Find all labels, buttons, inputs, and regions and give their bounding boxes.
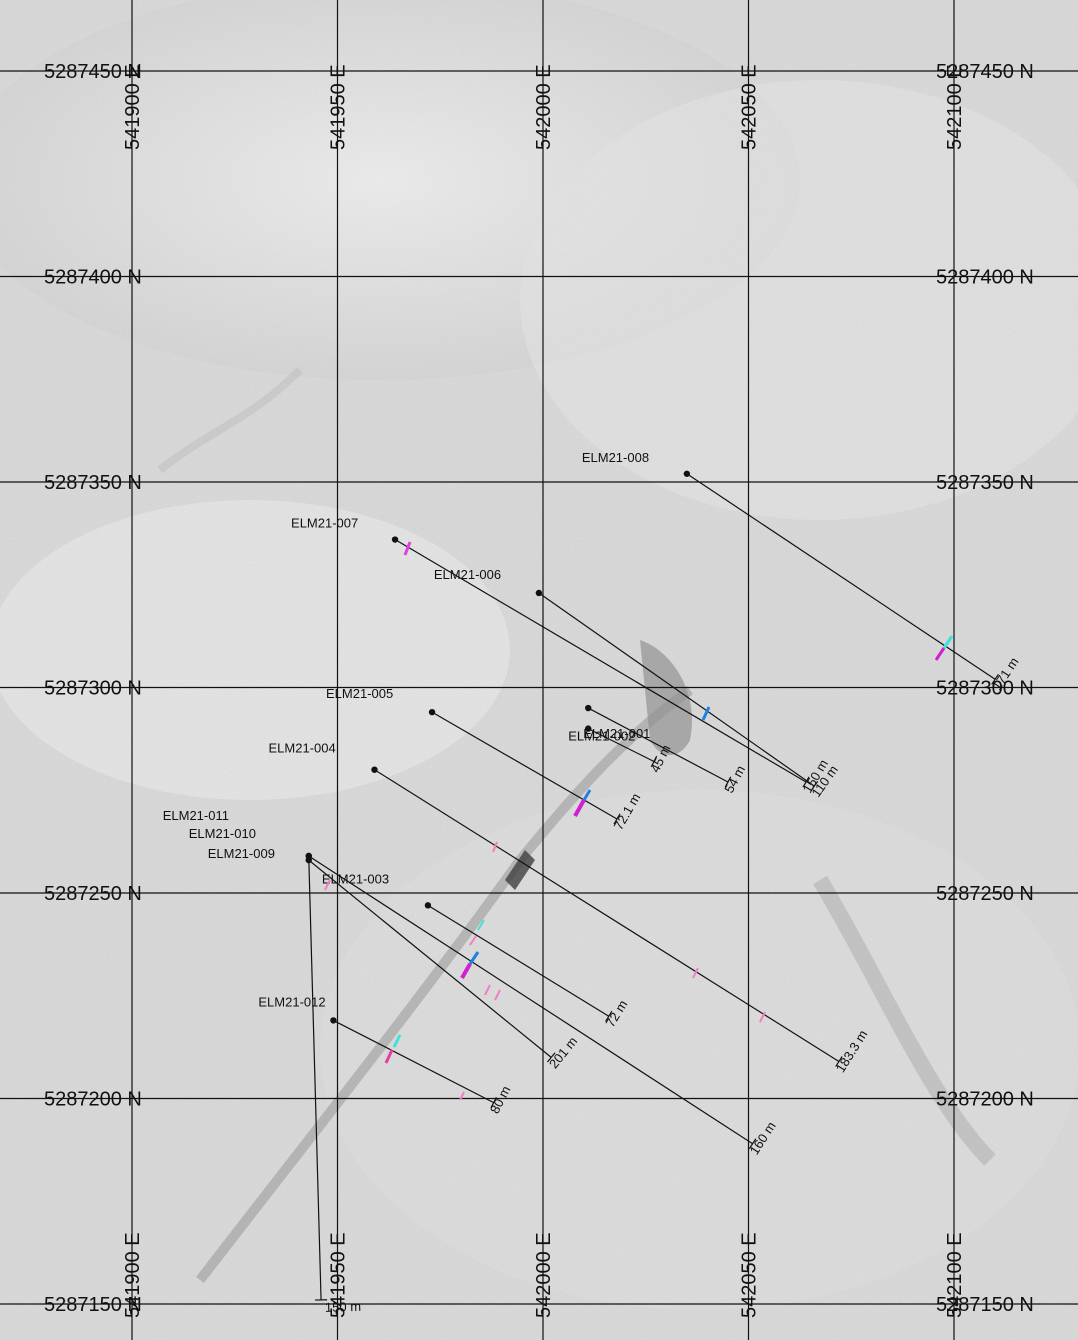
collar-marker <box>371 766 378 773</box>
drillhole-elm21-011[interactable]: ELM21-011 150 m <box>163 808 362 1315</box>
drillhole-name: ELM21-008 <box>582 450 649 465</box>
drillhole-trace <box>374 769 840 1063</box>
grid-labels: 5287450 N 5287450 N 5287400 N 5287400 N 5287… <box>44 61 1034 1318</box>
end-tick <box>835 1056 843 1067</box>
drillhole-name: ELM21-010 <box>189 826 256 841</box>
end-tick <box>613 813 621 825</box>
northing-label-right: 5287200 N <box>936 1089 1034 1111</box>
drillhole-name: ELM21-009 <box>208 846 275 861</box>
collar-marker <box>391 536 399 543</box>
northing-label-left: 5287450 N <box>44 61 142 83</box>
drillhole-trace <box>427 904 610 1017</box>
drillhole-trace <box>587 707 729 783</box>
easting-label-top: 542100 E <box>944 64 966 150</box>
end-tick <box>748 1138 757 1150</box>
intercept-marks <box>324 541 954 1101</box>
drillhole-name: ELM21-005 <box>326 686 393 701</box>
drillhole-name: ELM21-012 <box>258 994 325 1009</box>
drillhole-trace <box>686 473 996 680</box>
collar-marker <box>424 902 432 909</box>
drillhole-depth: 150 m <box>325 1299 362 1315</box>
easting-label-top: 541950 E <box>328 64 350 150</box>
northing-label-left: 5287300 N <box>44 678 142 700</box>
drillhole-trace <box>538 592 815 787</box>
collar-marker <box>683 470 691 477</box>
northing-label-right: 5287400 N <box>936 267 1034 289</box>
drillhole-name: ELM21-002 <box>568 729 635 744</box>
drillhole-name: ELM21-001 <box>583 726 650 741</box>
drillhole-trace <box>587 728 655 763</box>
easting-label-bottom: 542050 E <box>739 1232 761 1318</box>
drillhole-name: ELM21-004 <box>268 741 335 756</box>
collar-marker <box>305 852 312 860</box>
easting-label-top: 541900 E <box>122 64 144 150</box>
drillhole-trace <box>431 711 618 820</box>
drillhole-name: ELM21-007 <box>291 516 358 531</box>
drillhole-name: ELM21-006 <box>434 567 501 582</box>
northing-label-left: 5287400 N <box>44 267 142 289</box>
northing-label-left: 5287200 N <box>44 1089 142 1111</box>
northing-label-right: 5287150 N <box>936 1294 1034 1316</box>
drillhole-trace <box>308 859 552 1058</box>
drillhole-name: ELM21-011 <box>163 808 229 823</box>
easting-label-bottom: 541900 E <box>122 1232 144 1318</box>
end-tick <box>546 1052 556 1063</box>
end-tick <box>650 755 658 768</box>
collar-marker <box>535 589 543 597</box>
drillhole-trace <box>394 539 807 783</box>
end-tick <box>991 673 999 685</box>
end-tick <box>605 1010 613 1022</box>
drillhole-trace <box>333 1019 494 1104</box>
easting-label-bottom: 542000 E <box>533 1232 555 1318</box>
northing-label-right: 5287250 N <box>936 883 1034 905</box>
northing-label-right: 5287300 N <box>936 678 1034 700</box>
drillhole-trace <box>308 855 322 1300</box>
end-tick <box>802 776 810 788</box>
northing-label-left: 5287150 N <box>44 1294 142 1316</box>
end-tick <box>490 1096 497 1109</box>
northing-label-left: 5287350 N <box>44 472 142 494</box>
northing-label-right: 5287450 N <box>936 61 1034 83</box>
collar-marker <box>330 1017 337 1024</box>
easting-label-top: 542050 E <box>739 64 761 150</box>
drillhole-trace <box>308 855 753 1145</box>
collar-marker <box>428 708 436 716</box>
northing-label-left: 5287250 N <box>44 883 142 905</box>
end-tick <box>810 780 819 792</box>
collar-marker <box>585 704 592 712</box>
end-tick <box>724 776 732 788</box>
easting-label-bottom: 541950 E <box>328 1232 350 1318</box>
easting-label-bottom: 542100 E <box>944 1232 966 1318</box>
easting-label-top: 542000 E <box>533 64 555 150</box>
collar-marker <box>585 725 592 732</box>
northing-label-right: 5287350 N <box>936 472 1034 494</box>
